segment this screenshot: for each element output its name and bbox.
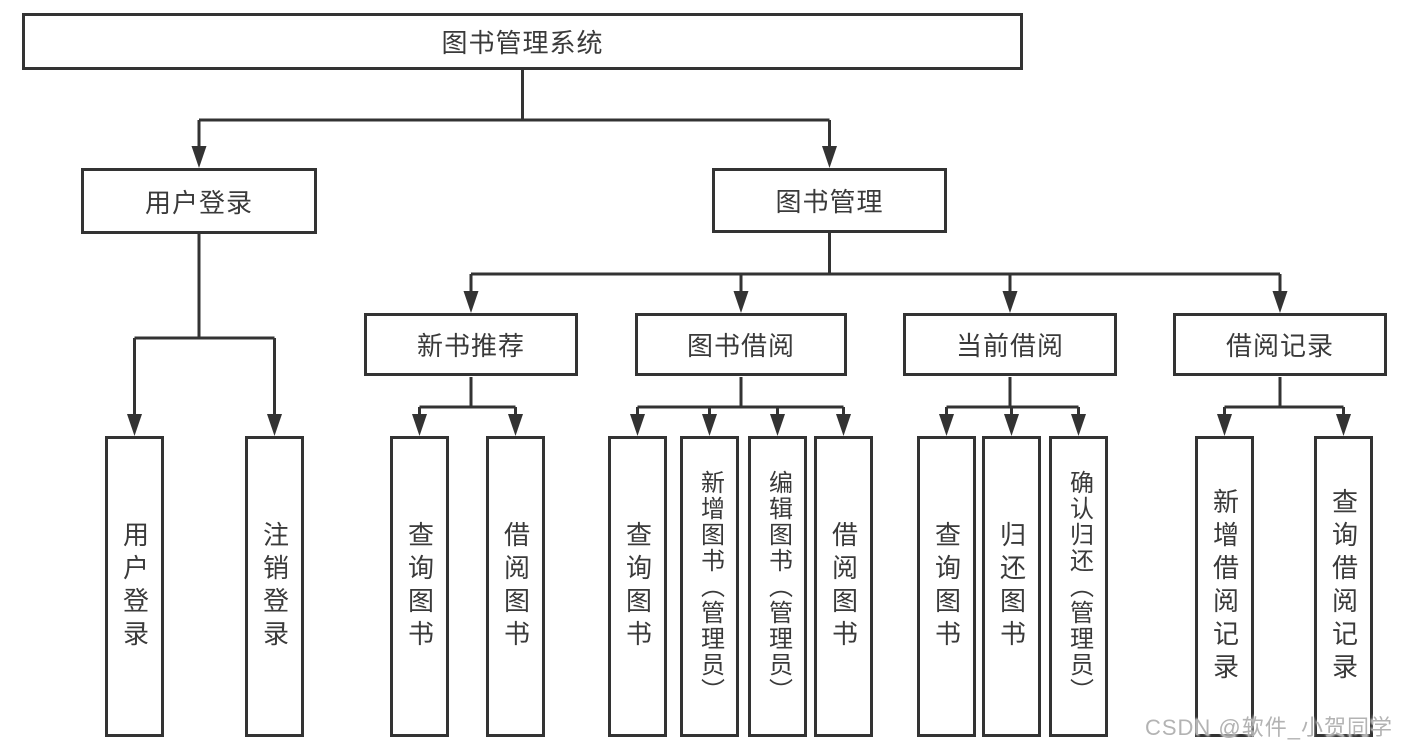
arrowhead-icon (939, 414, 954, 436)
leaf-logout-login: 注销登录 (245, 436, 304, 737)
leaf-query-books-1: 查询图书 (390, 436, 449, 737)
arrowhead-icon (412, 414, 427, 436)
node-book-management: 图书管理 (712, 168, 947, 233)
node-book-management-label: 图书管理 (775, 187, 884, 217)
leaf-confirm-return-admin-label: 确认归还（管理员） (1065, 469, 1093, 704)
arrowhead-icon (127, 414, 142, 436)
leaf-add-books-admin-label: 新增图书（管理员） (696, 469, 724, 704)
arrowhead-icon (1336, 414, 1351, 436)
leaf-query-books-3-label: 查询图书 (931, 520, 962, 653)
arrowhead-icon (1217, 414, 1232, 436)
node-current-borrow-label: 当前借阅 (955, 331, 1064, 361)
node-new-book-recommend-label: 新书推荐 (416, 331, 525, 361)
node-borrow-records: 借阅记录 (1173, 313, 1387, 376)
arrowhead-icon (702, 414, 717, 436)
arrowhead-icon (1071, 414, 1086, 436)
leaf-confirm-return-admin: 确认归还（管理员） (1049, 436, 1108, 737)
arrowhead-icon (836, 414, 851, 436)
leaf-add-books-admin: 新增图书（管理员） (680, 436, 739, 737)
leaf-logout-login-label: 注销登录 (259, 520, 290, 653)
leaf-borrow-books-1-label: 借阅图书 (500, 520, 531, 653)
node-current-borrow: 当前借阅 (903, 313, 1117, 376)
arrowhead-icon (1004, 414, 1019, 436)
arrowhead-icon (770, 414, 785, 436)
arrowhead-icon (630, 414, 645, 436)
leaf-query-books-2: 查询图书 (608, 436, 667, 737)
node-new-book-recommend: 新书推荐 (364, 313, 578, 376)
arrowhead-icon (463, 291, 479, 313)
node-root: 图书管理系统 (22, 13, 1023, 70)
connector-path (133, 69, 1345, 418)
watermark: CSDN @软件_小贺同学 (1144, 715, 1393, 740)
node-book-borrow: 图书借阅 (635, 313, 847, 376)
leaf-edit-books-admin-label: 编辑图书（管理员） (764, 469, 792, 704)
leaf-borrow-books-2: 借阅图书 (814, 436, 873, 737)
leaf-borrow-books-1: 借阅图书 (486, 436, 545, 737)
leaf-query-borrow-record: 查询借阅记录 (1314, 436, 1373, 737)
leaf-query-books-2-label: 查询图书 (622, 520, 653, 653)
arrowhead-icon (191, 146, 207, 168)
arrowhead-icon (508, 414, 523, 436)
arrowhead-icon (822, 146, 837, 168)
leaf-query-borrow-record-label: 查询借阅记录 (1328, 487, 1359, 686)
leaf-add-borrow-record: 新增借阅记录 (1195, 436, 1254, 737)
leaf-add-borrow-record-label: 新增借阅记录 (1209, 487, 1240, 686)
leaf-edit-books-admin: 编辑图书（管理员） (748, 436, 807, 737)
leaf-return-books: 归还图书 (982, 436, 1041, 737)
node-book-borrow-label: 图书借阅 (686, 331, 795, 361)
arrowhead-icon (1272, 291, 1288, 313)
arrowhead-icon (733, 291, 749, 313)
leaf-return-books-label: 归还图书 (996, 520, 1027, 653)
arrowhead-icon (1002, 291, 1018, 313)
leaf-user-login: 用户登录 (105, 436, 164, 737)
leaf-borrow-books-2-label: 借阅图书 (828, 520, 859, 653)
node-user-login-label: 用户登录 (144, 187, 253, 218)
node-user-login: 用户登录 (81, 168, 317, 234)
leaf-query-books-3: 查询图书 (917, 436, 976, 737)
arrowhead-icon (267, 414, 282, 436)
node-root-label: 图书管理系统 (441, 28, 604, 58)
node-borrow-records-label: 借阅记录 (1225, 331, 1334, 361)
arrowheads (127, 146, 1351, 436)
leaf-user-login-label: 用户登录 (119, 520, 150, 653)
leaf-query-books-1-label: 查询图书 (404, 520, 435, 653)
